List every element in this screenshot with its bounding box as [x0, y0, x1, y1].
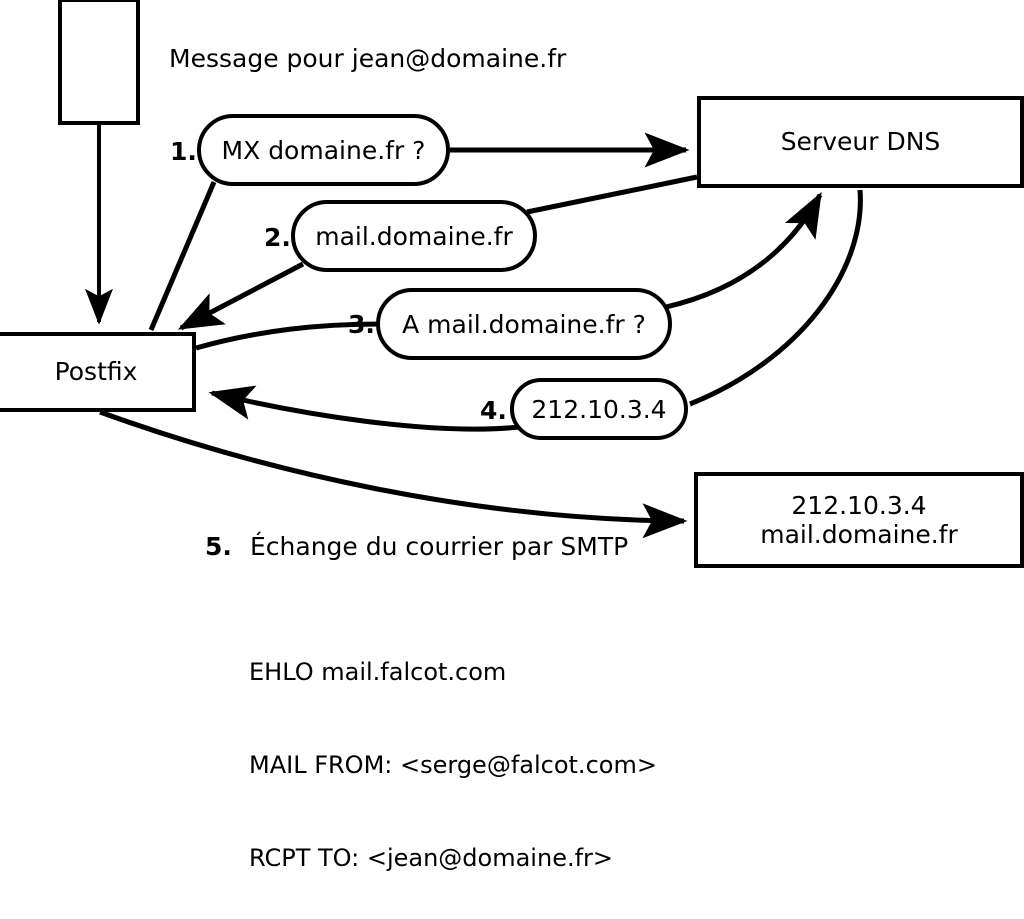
step-number-2: 2.: [264, 223, 291, 252]
transcript-line: RCPT TO: <jean@domaine.fr>: [249, 844, 614, 872]
step-1-bubble-mx-query: MX domaine.fr ?: [197, 114, 450, 186]
mail-server-ip: 212.10.3.4: [791, 490, 927, 520]
connector-step2-bubble-to-postfix: [177, 261, 305, 331]
step-number-5: 5.: [205, 532, 232, 561]
mua-box: [58, 0, 140, 125]
transcript-line: MAIL FROM: <serge@falcot.com>: [249, 751, 657, 779]
step-3-bubble-a-query: A mail.domaine.fr ?: [376, 288, 672, 360]
step-4-bubble-a-answer: 212.10.3.4: [510, 378, 688, 440]
connector-step1-postfix-to-bubble: [148, 181, 217, 331]
connector-step5-postfix-to-mailserver: [99, 409, 688, 539]
transcript-line: EHLO mail.falcot.com: [249, 658, 507, 686]
mail-server-hostname: mail.domaine.fr: [760, 520, 958, 549]
connector-step4-bubble-to-postfix: [208, 385, 521, 432]
dns-server-box: Serveur DNS: [697, 96, 1024, 188]
postfix-box: Postfix: [0, 332, 196, 412]
connector-step3-postfix-to-bubble: [195, 321, 381, 351]
step-number-1: 1.: [170, 137, 197, 166]
step-5-label: Échange du courrier par SMTP: [250, 532, 629, 561]
page-title: Message pour jean@domaine.fr: [169, 44, 567, 73]
step-2-bubble-mx-answer: mail.domaine.fr: [291, 200, 537, 272]
smtp-transcript: EHLO mail.falcot.com MAIL FROM: <serge@f…: [249, 595, 657, 919]
connector-step4-dns-to-bubble: [689, 189, 863, 407]
step-number-4: 4.: [480, 396, 507, 425]
step-number-3: 3.: [348, 310, 375, 339]
connector-step3-bubble-to-dns: [665, 191, 823, 310]
mail-server-box: 212.10.3.4 mail.domaine.fr: [694, 472, 1024, 568]
connector-step2-dns-to-bubble: [526, 174, 698, 215]
